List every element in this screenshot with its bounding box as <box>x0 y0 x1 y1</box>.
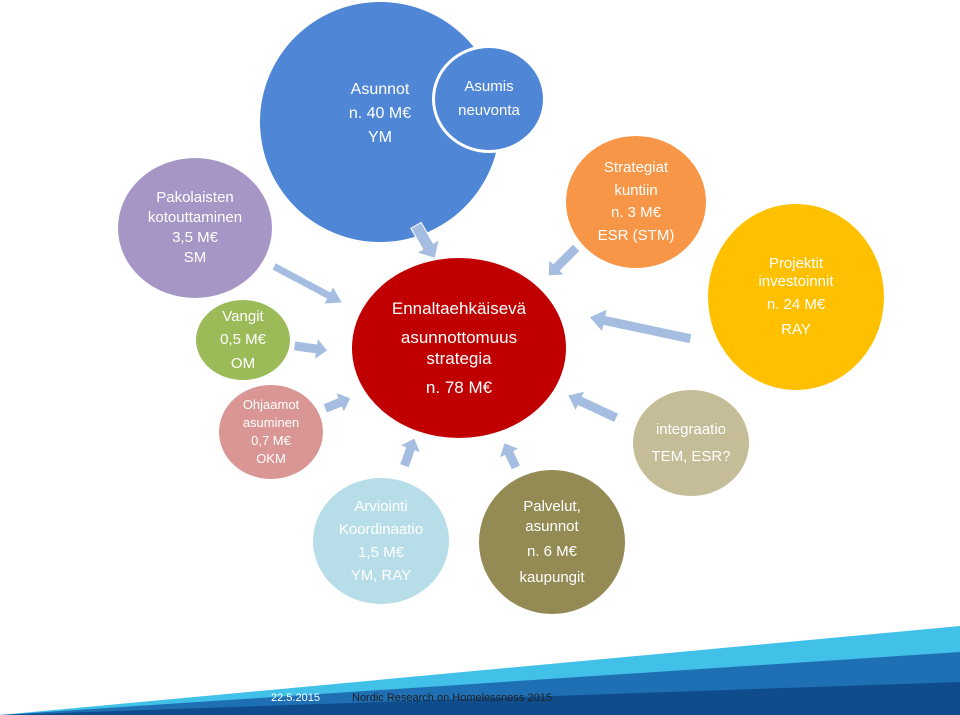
palvelut-line1: Palvelut, <box>523 498 581 515</box>
projektit-funder: RAY <box>781 320 811 338</box>
arrow-from-strategiat <box>547 243 581 277</box>
projektit-line2: investoinnit <box>758 273 834 291</box>
bubble-palvelut: Palvelut, asunnot n. 6 M€ kaupungit <box>479 470 625 614</box>
ohjaamot-line1: Ohjaamot <box>242 396 300 412</box>
bubble-vangit: Vangit 0,5 M€ OM <box>196 300 290 380</box>
palvelut-line2: asunnot <box>525 517 579 535</box>
arrow-from-vangit <box>292 336 329 361</box>
projektit-line1: Projektit <box>768 254 824 272</box>
strategiat-line2: kuntiin <box>614 181 658 199</box>
strategiat-amount: n. 3 M€ <box>610 204 662 221</box>
footer-wave-dark <box>0 682 960 715</box>
integraatio-line2: TEM, ESR? <box>651 448 731 465</box>
strategiat-line1: Strategiat <box>603 159 669 176</box>
arviointi-amount: 1,5 M€ <box>358 544 404 561</box>
pakolaisten-amount: 3,5 M€ <box>172 229 218 246</box>
bubble-strategiat: Strategiat kuntiin n. 3 M€ ESR (STM) <box>566 136 706 268</box>
ohjaamot-ministry: OKM <box>256 451 286 467</box>
arrow-from-palvelut <box>498 441 522 471</box>
center-line3: strategia <box>426 349 492 368</box>
arrow-from-integraatio <box>566 390 620 424</box>
bubble-asumisneuvonta: Asumis neuvonta <box>432 45 546 153</box>
strategiat-funder: ESR (STM) <box>597 226 675 244</box>
vangit-title: Vangit <box>222 308 264 326</box>
center-amount: n. 78 M€ <box>425 378 493 398</box>
asunnot-title: Asunnot <box>350 81 410 98</box>
arviointi-funder: YM, RAY <box>350 567 412 585</box>
asumis-line2: neuvonta <box>458 102 520 119</box>
bubble-integraatio: integraatio TEM, ESR? <box>633 390 749 496</box>
ohjaamot-line2: asuminen <box>242 414 300 430</box>
bubble-ohjaamot: Ohjaamot asuminen 0,7 M€ OKM <box>219 385 323 479</box>
footer-text: Nordic Research on Homelessness 2015 <box>352 692 552 704</box>
arrow-from-projektit <box>588 307 693 345</box>
pakolaisten-ministry: SM <box>183 249 207 267</box>
arrow-from-pakolaiset <box>271 262 344 305</box>
bubble-arviointi: Arviointi Koordinaatio 1,5 M€ YM, RAY <box>313 478 449 604</box>
arrow-from-asunnot <box>410 221 441 259</box>
ohjaamot-amount: 0,7 M€ <box>251 433 291 448</box>
bubble-center-strategy: Ennaltaehkäisevä asunnottomuus strategia… <box>352 258 566 438</box>
vangit-amount: 0,5 M€ <box>220 331 266 349</box>
integraatio-line1: integraatio <box>655 420 727 438</box>
center-line1: Ennaltaehkäisevä <box>391 298 527 318</box>
projektit-amount: n. 24 M€ <box>766 296 826 313</box>
pakolaisten-line1: Pakolaisten <box>156 188 234 206</box>
arrow-from-arviointi <box>398 437 422 469</box>
asunnot-amount: n. 40 M€ <box>348 105 412 122</box>
vangit-ministry: OM <box>230 354 256 372</box>
palvelut-amount: n. 6 M€ <box>526 543 578 560</box>
arrow-from-ohjaamot <box>322 391 352 414</box>
pakolaisten-line2: kotouttaminen <box>147 208 243 226</box>
center-line2: asunnottomuus <box>400 327 518 347</box>
arviointi-line2: Koordinaatio <box>338 520 424 538</box>
footer-date: 22.5.2015 <box>271 692 320 704</box>
palvelut-funder: kaupungit <box>519 568 585 586</box>
bubble-projektit: Projektit investoinnit n. 24 M€ RAY <box>708 204 884 390</box>
asunnot-ministry: YM <box>368 129 392 146</box>
bubble-pakolaisten: Pakolaisten kotouttaminen 3,5 M€ SM <box>118 158 272 298</box>
arviointi-line1: Arviointi <box>354 497 408 515</box>
asumis-line1: Asumis <box>464 78 514 95</box>
